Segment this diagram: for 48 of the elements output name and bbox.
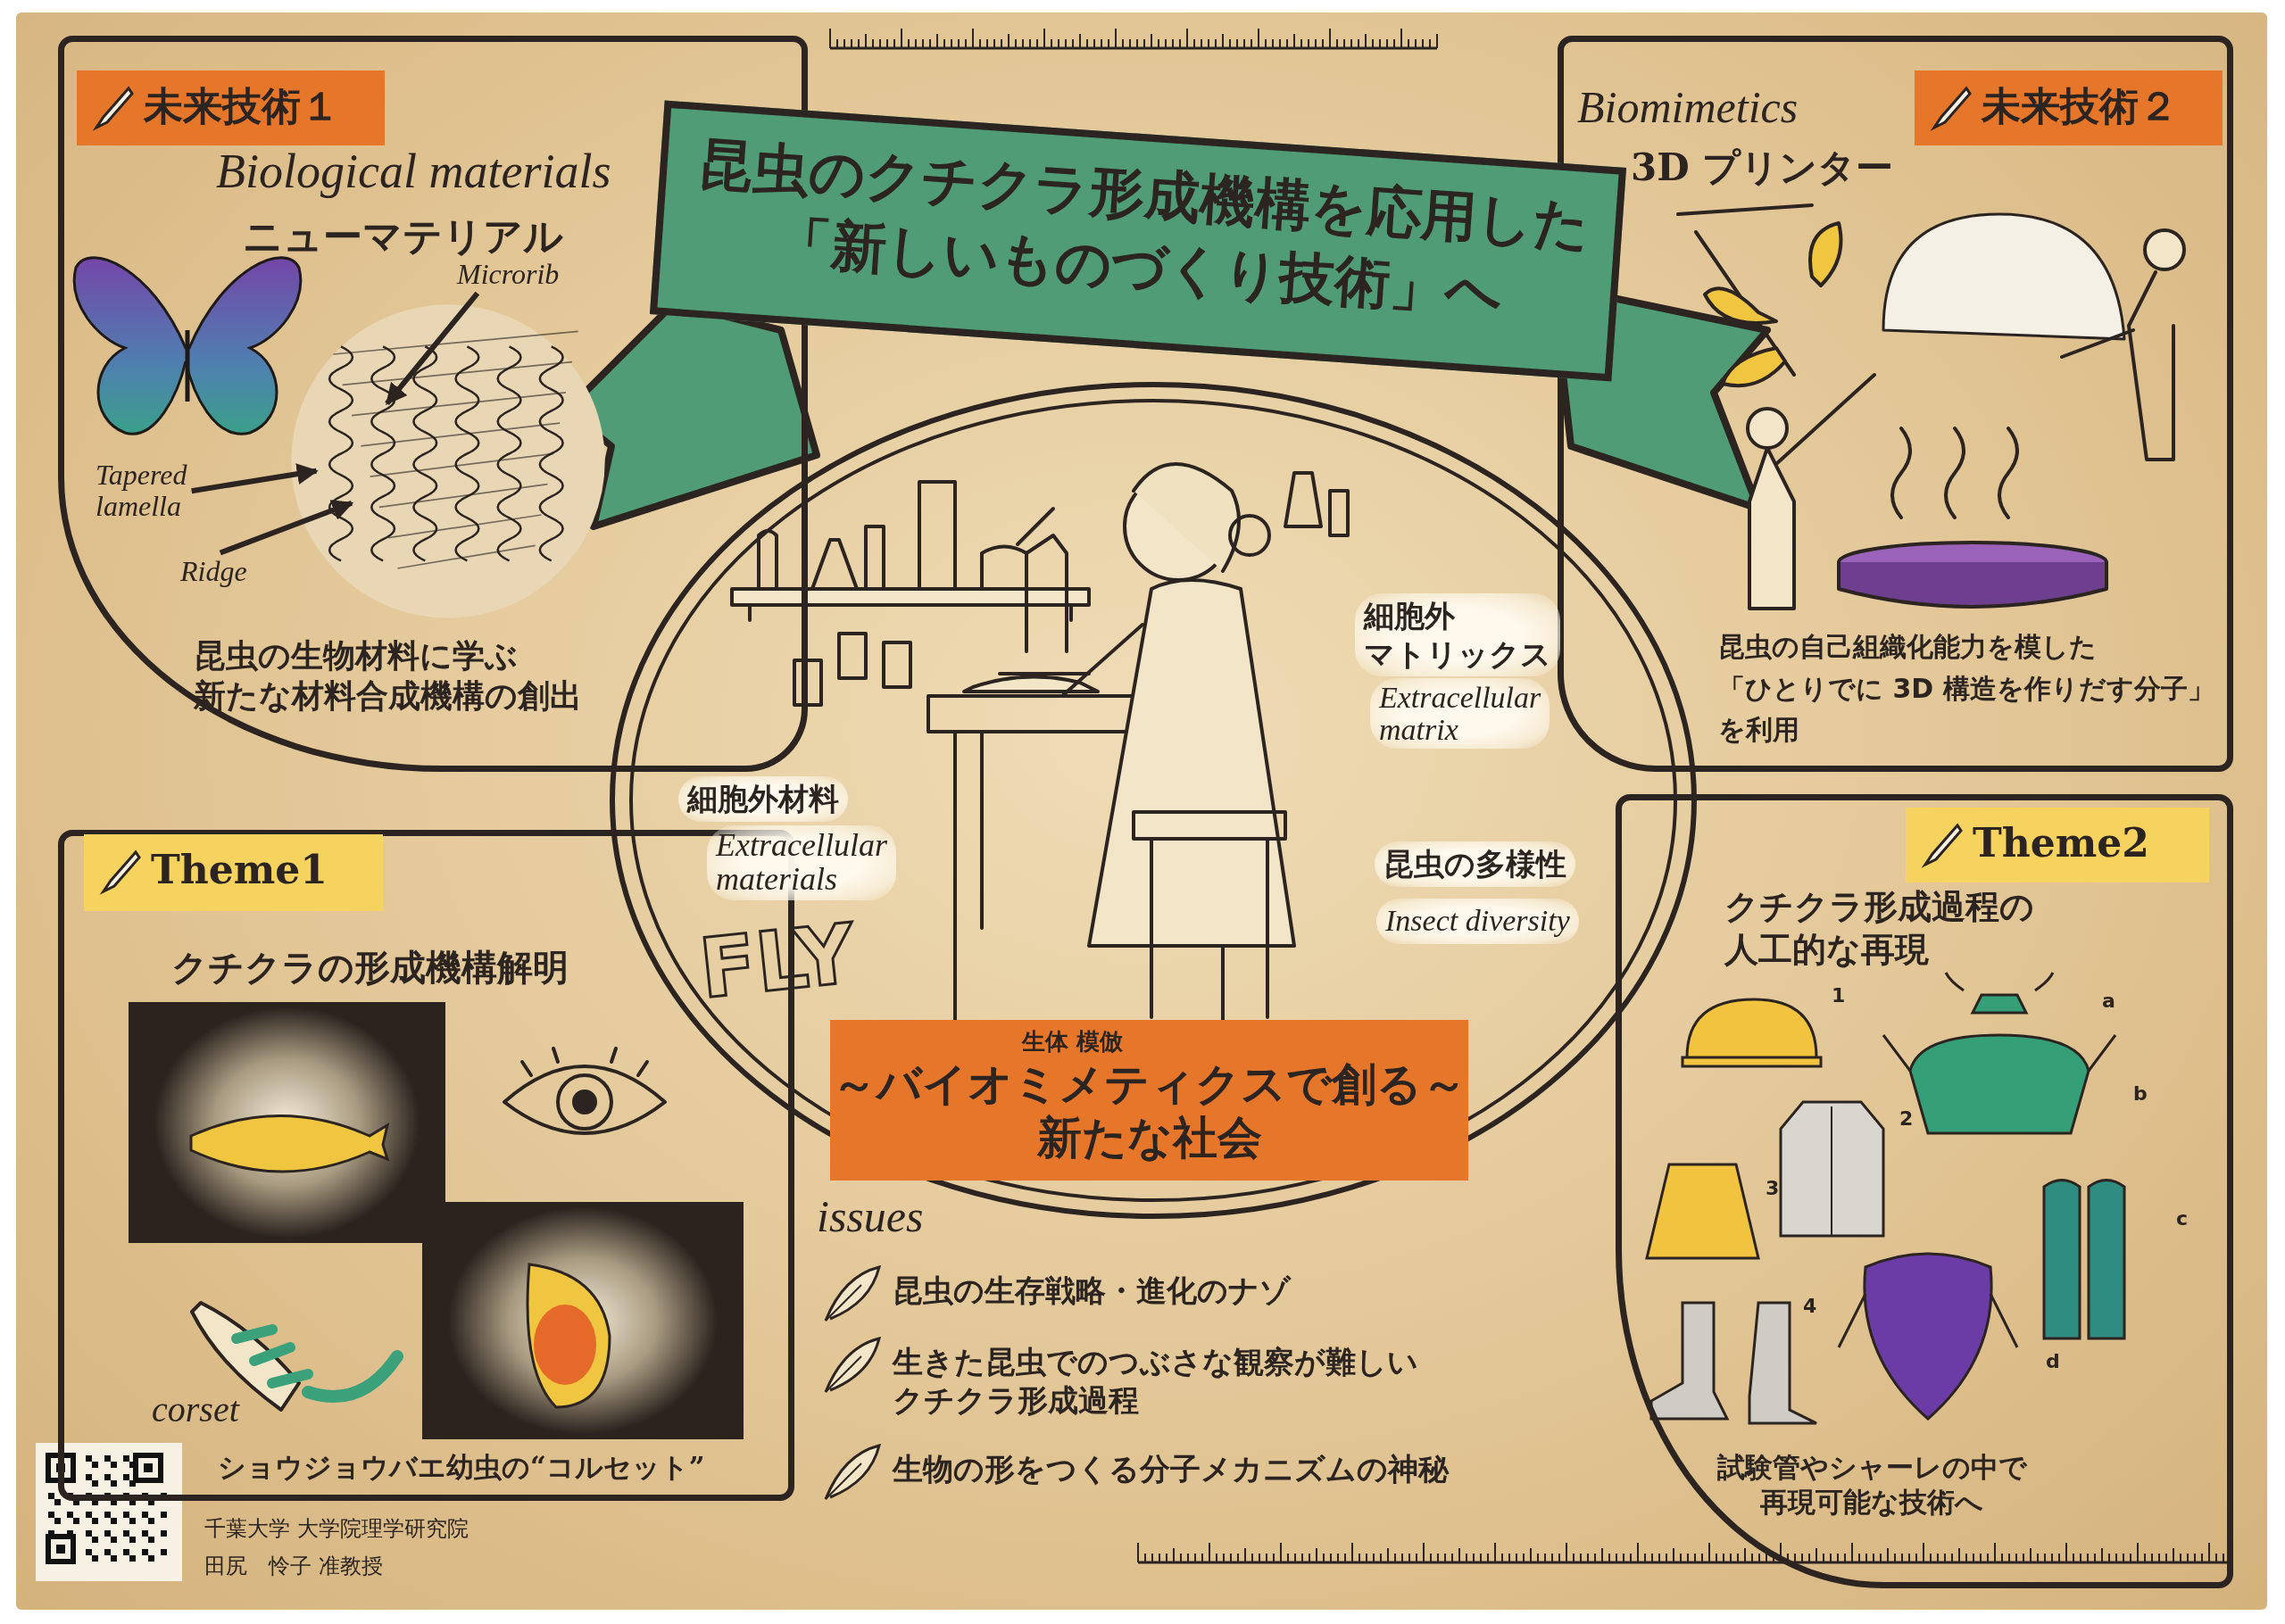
section-tag <box>1906 808 2209 882</box>
tag-text: Theme1 <box>151 846 328 894</box>
topic-label: 細胞外マトリックス <box>1355 593 1560 676</box>
callout-number: 4 <box>1803 1294 1817 1319</box>
issue-text: 生物の形をつくる分子メカニズムの神秘 <box>893 1450 1449 1488</box>
tag-text: 未来技術２ <box>1982 82 2178 130</box>
topic-label-english: Extracellular matrix <box>1370 678 1550 750</box>
issue-text: 昆虫の生存戦略・進化のナゾ <box>893 1272 1291 1310</box>
topic-label-english: Insect diversity <box>1376 899 1579 944</box>
callout-number: 3 <box>1766 1176 1780 1201</box>
leader-line <box>385 291 480 406</box>
heading-text: クチクラの形成機構解明 <box>171 945 569 990</box>
theme-heading: ～バイオミメティクスで創る～新たな社会 <box>831 1057 1467 1164</box>
section-tag <box>77 70 385 145</box>
topic-label-english: Extracellular materials <box>707 825 896 900</box>
callout-number: 1 <box>1832 983 1846 1008</box>
callout-letter: c <box>2176 1206 2189 1231</box>
section-label: issues <box>817 1190 924 1243</box>
panel-frame <box>1616 794 2233 1588</box>
author-text: 田尻 怜子 准教授 <box>204 1553 383 1579</box>
drawing-label: corset <box>152 1388 239 1431</box>
fly-lettering: FLY <box>694 905 860 1019</box>
part-label: Microrib <box>457 259 560 291</box>
description-text: 昆虫の自己組織化能力を模した「ひとりでに 3D 構造を作りだす分子」を利用 <box>1718 630 2214 747</box>
topic-label: 細胞外材料 <box>678 776 848 822</box>
topic-label: 昆虫の多様性 <box>1375 841 1575 887</box>
heading-text: 3D プリンター <box>1631 145 1894 191</box>
tag-text: Theme2 <box>1973 819 2149 867</box>
section-tag <box>1915 70 2223 145</box>
heading-text: ニューマテリアル <box>243 212 563 261</box>
photo-caption: ショウジョウバエ幼虫の“コルセット” <box>218 1450 705 1485</box>
leader-line <box>219 500 354 556</box>
callout-letter: d <box>2046 1349 2060 1374</box>
affiliation-text: 千葉大学 大学院理学研究院 <box>204 1515 469 1542</box>
theme-banner <box>830 1020 1468 1181</box>
subtitle-text: Biological materials <box>216 144 611 200</box>
ruby-text: 生体 模倣 <box>1022 1027 1124 1056</box>
part-label: Ridge <box>180 556 247 588</box>
callout-letter: b <box>2133 1081 2148 1106</box>
leader-line <box>191 463 319 494</box>
heading-text: クチクラ形成過程の人工的な再現 <box>1724 885 2034 970</box>
issue-text: 生きた昆虫でのつぶさな観察が難しいクチクラ形成過程 <box>893 1343 1418 1419</box>
description-text: 試験管やシャーレの中で再現可能な技術へ <box>1716 1450 2028 1520</box>
section-tag <box>84 834 383 911</box>
callout-letter: a <box>2102 989 2115 1014</box>
callout-number: 2 <box>1899 1106 1914 1131</box>
part-label: Tapered lamella <box>96 460 187 523</box>
tag-text: 未来技術１ <box>144 82 340 130</box>
